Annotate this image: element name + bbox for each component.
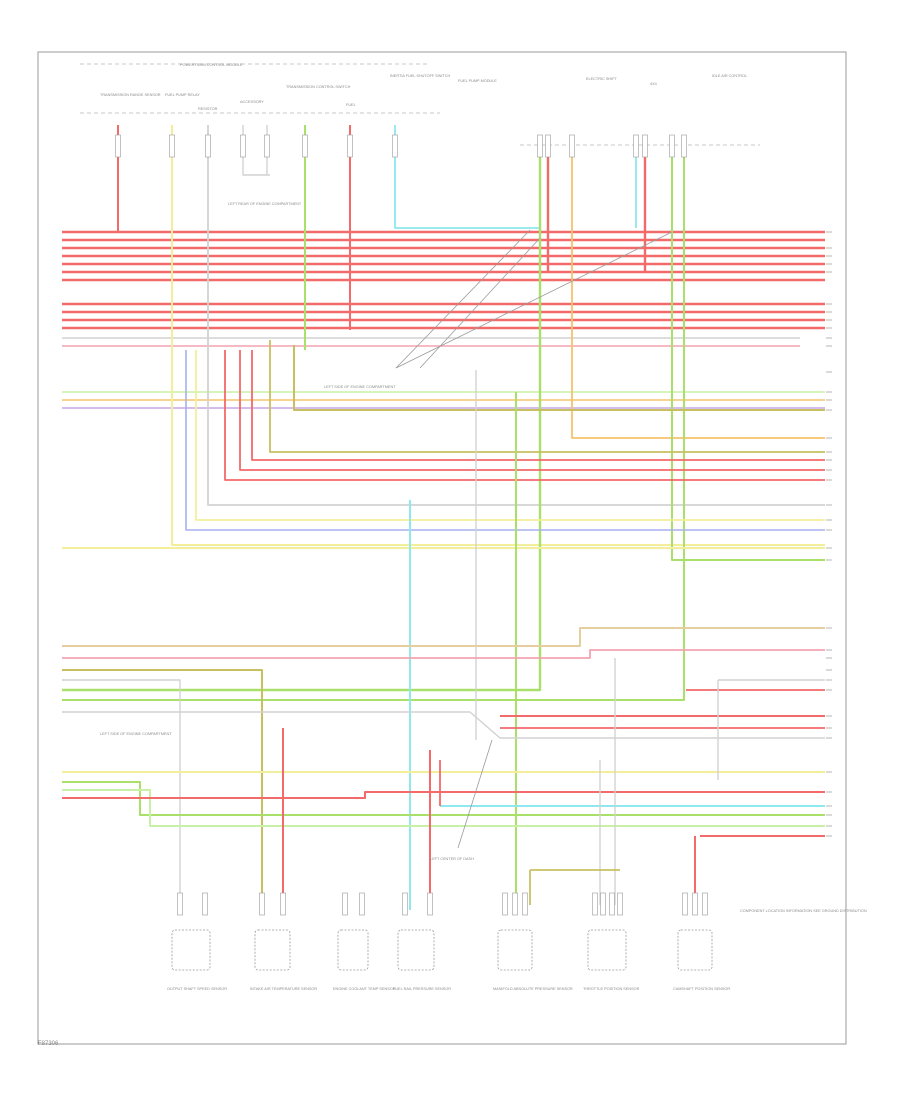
wire	[394, 125, 540, 229]
wire	[185, 350, 825, 531]
splice-callout-line	[395, 231, 673, 369]
splice-callout-line	[457, 739, 493, 849]
sensor-connector-box	[677, 929, 713, 971]
header-component-label: RESISTOR	[198, 107, 218, 111]
powertrain-module-label: POWERTRAIN CONTROL MODULE	[180, 63, 243, 67]
connector-pin	[681, 134, 687, 158]
connector-pin	[115, 134, 121, 158]
connector-pin	[600, 892, 606, 916]
connector-pin	[264, 134, 270, 158]
wire	[62, 669, 263, 900]
wire	[62, 791, 825, 799]
header-component-label: INERTIA FUEL SHUTOFF SWITCH	[390, 74, 451, 78]
connector-pin	[569, 134, 575, 158]
header-component-label: FUEL PUMP MODULE	[458, 79, 497, 83]
component-note: COMPONENT LOCATION INFORMATION SEE GROUN…	[740, 909, 867, 913]
header-component-label: TRANSMISSION CONTROL SWITCH	[286, 85, 351, 89]
wire	[224, 350, 825, 481]
connector-pin	[617, 892, 623, 916]
connector-pin	[205, 134, 211, 158]
wire	[62, 135, 542, 692]
header-component-label: ELECTRIC SHIFT	[586, 77, 617, 81]
connector-pin	[642, 134, 648, 158]
splice-callout-line	[419, 237, 541, 369]
connector-pin	[702, 892, 708, 916]
header-component-label: TRANSMISSION RANGE SENSOR	[100, 93, 161, 97]
wire	[195, 350, 825, 521]
connector-pin	[280, 892, 286, 916]
header-component-label: 4X4	[650, 82, 657, 86]
wire	[251, 350, 825, 461]
diagram-frame	[37, 51, 847, 1045]
splice-callout-label: LEFT SIDE OF ENGINE COMPARTMENT	[100, 732, 172, 736]
wire	[62, 789, 825, 827]
sensor-connector-box	[497, 929, 533, 971]
wire-harness	[62, 125, 825, 912]
sensor-connector-box	[587, 929, 627, 971]
connector-pin	[545, 134, 551, 158]
connector-pin	[259, 892, 265, 916]
connector-pin	[302, 134, 308, 158]
wire	[62, 627, 825, 647]
sensor-connector-box	[337, 929, 369, 971]
edge-pin-numbers	[826, 231, 832, 837]
sensor-name-label: FUEL RAIL PRESSURE SENSOR	[393, 987, 451, 991]
wire	[62, 711, 825, 739]
sensor-connector-box	[171, 929, 211, 971]
wire	[207, 125, 825, 506]
header-component-label: FUEL PUMP RELAY	[165, 93, 200, 97]
connector-pin	[633, 134, 639, 158]
connector-pin	[537, 134, 543, 158]
connector-pin	[669, 134, 675, 158]
sensor-name-label: CAMSHAFT POSITION SENSOR	[673, 987, 730, 991]
sensor-name-label: OUTPUT SHAFT SPEED SENSOR	[167, 987, 227, 991]
connector-pin	[682, 892, 688, 916]
wire	[62, 135, 685, 701]
connector-pin	[342, 892, 348, 916]
sensor-name-label: ENGINE COOLANT TEMP SENSOR	[333, 987, 396, 991]
connector-pin	[240, 134, 246, 158]
sensor-connector-box	[397, 929, 435, 971]
bottom-components: OUTPUT SHAFT SPEED SENSOR INTAKE AIR TEMP…	[167, 929, 730, 991]
splice-callout-label: LEFT SIDE OF ENGINE COMPARTMENT	[324, 385, 396, 389]
connector-pin	[392, 134, 398, 158]
header-component-label: ACCESSORY	[240, 100, 264, 104]
connector-pin	[177, 892, 183, 916]
diagram-code: F87306	[38, 1041, 59, 1047]
splice-callout-label: LEFT REAR OF ENGINE COMPARTMENT	[228, 202, 302, 206]
connector-pin	[512, 892, 518, 916]
wire	[239, 350, 825, 471]
connector-pin	[502, 892, 508, 916]
connector-pin	[169, 134, 175, 158]
sensor-name-label: MANIFOLD ABSOLUTE PRESSURE SENSOR	[493, 987, 573, 991]
connector-pin	[592, 892, 598, 916]
wire	[62, 679, 181, 912]
sensor-connector-box	[254, 929, 291, 971]
connector-pin	[692, 892, 698, 916]
splice-callout-line	[395, 229, 531, 369]
connector-pin	[522, 892, 528, 916]
header-component-label: IDLE AIR CONTROL	[712, 74, 747, 78]
connector-pin	[202, 892, 208, 916]
wire	[62, 649, 825, 659]
component-header-labels: TRANSMISSION RANGE SENSOR FUEL PUMP RELAY…	[100, 74, 747, 111]
wire	[293, 345, 825, 411]
pin-markers	[115, 134, 708, 916]
connector-pin	[347, 134, 353, 158]
sensor-name-label: THROTTLE POSITION SENSOR	[583, 987, 640, 991]
connector-pin	[609, 892, 615, 916]
wire	[571, 135, 825, 439]
wire	[171, 125, 825, 546]
splice-callout-label: LEFT CENTER OF DASH	[430, 857, 474, 861]
header-component-label: FUEL	[346, 103, 356, 107]
connector-pin	[402, 892, 408, 916]
sensor-name-label: INTAKE AIR TEMPERATURE SENSOR	[250, 987, 317, 991]
wire	[671, 135, 825, 561]
connector-pin	[427, 892, 433, 916]
wire	[269, 340, 825, 453]
connector-pin	[359, 892, 365, 916]
splice-callouts: LEFT SIDE OF ENGINE COMPARTMENT LEFT REAR…	[100, 202, 867, 913]
